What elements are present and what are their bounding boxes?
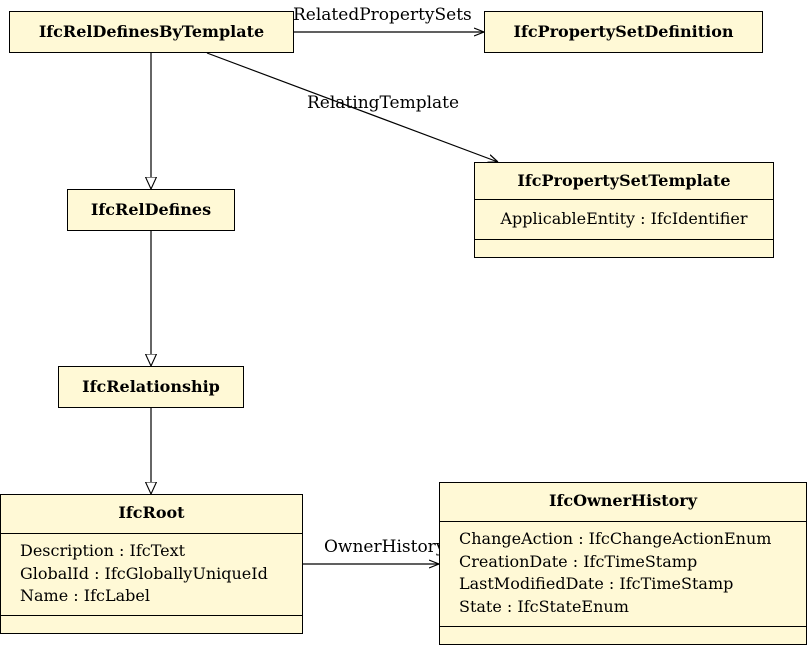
association-relating-template [206,52,498,162]
class-ifc-rel-defines[interactable]: IfcRelDefines [67,189,235,231]
class-name: IfcPropertySetTemplate [517,171,731,190]
class-name: IfcRelDefinesByTemplate [38,22,265,41]
class-ifc-property-set-definition[interactable]: IfcPropertySetDefinition [484,11,763,53]
class-ifc-owner-history[interactable]: IfcOwnerHistory ChangeAction : IfcChange… [439,482,807,645]
label-relating-template: RelatingTemplate [307,93,460,113]
class-ifc-rel-defines-by-template[interactable]: IfcRelDefinesByTemplate [9,11,294,53]
class-ifc-relationship[interactable]: IfcRelationship [58,366,244,408]
class-ifc-property-set-template[interactable]: IfcPropertySetTemplate ApplicableEntity … [474,162,774,258]
label-owner-history: OwnerHistory [324,537,446,557]
operation-compartment [440,626,806,627]
class-name: IfcPropertySetDefinition [513,22,734,41]
operation-compartment [475,239,773,240]
attribute-compartment: ChangeAction : IfcChangeActionEnum Creat… [440,521,806,626]
attribute-compartment: Description : IfcText GlobalId : IfcGlob… [1,533,302,615]
attribute: GlobalId : IfcGloballyUniqueId [20,563,268,583]
attribute: ApplicableEntity : IfcIdentifier [500,209,748,228]
attribute: ChangeAction : IfcChangeActionEnum [459,529,772,548]
attribute: CreationDate : IfcTimeStamp [459,551,698,571]
class-name: IfcRoot [118,503,185,522]
class-name: IfcOwnerHistory [548,491,698,510]
class-ifc-root[interactable]: IfcRoot Description : IfcText GlobalId :… [0,494,303,634]
class-name: IfcRelationship [82,377,220,396]
attribute-compartment: ApplicableEntity : IfcIdentifier [475,199,773,239]
attribute: Description : IfcText [20,541,186,560]
attribute: State : IfcStateEnum [459,596,629,616]
operation-compartment [1,615,302,616]
class-name: IfcRelDefines [90,200,212,219]
attribute: Name : IfcLabel [20,586,150,605]
label-related-property-sets: RelatedPropertySets [293,5,472,25]
attribute: LastModifiedDate : IfcTimeStamp [459,574,734,593]
